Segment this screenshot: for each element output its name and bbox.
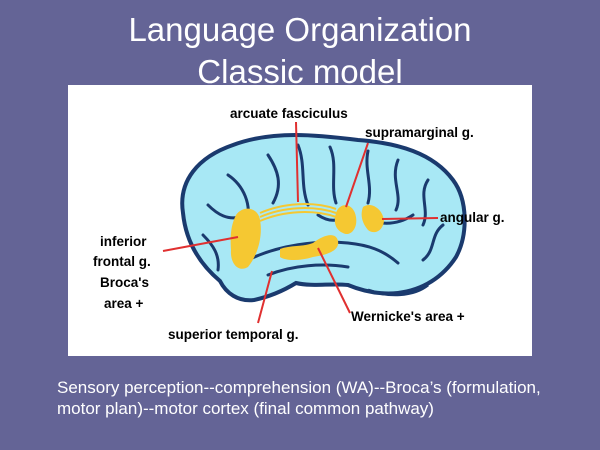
label-angular: angular g. [440, 210, 505, 225]
brain-diagram: arcuate fasciculus supramarginal g. angu… [93, 106, 505, 342]
wernickes-area-region [280, 235, 339, 260]
label-supramarginal: supramarginal g. [365, 125, 474, 140]
label-brocas-line1: Broca's [100, 275, 149, 290]
language-regions [230, 204, 384, 269]
label-inferior-frontal-line1: inferior [100, 234, 147, 249]
label-wernickes-area: Wernicke's area + [351, 309, 465, 324]
brain-diagram-panel: arcuate fasciculus supramarginal g. angu… [68, 85, 532, 356]
pointer-supramarginal [345, 142, 369, 208]
arcuate-fasciculus-fibers [259, 203, 337, 222]
pointer-lines [162, 121, 439, 324]
pointer-angular [381, 217, 439, 220]
label-superior-temporal: superior temporal g. [168, 327, 299, 342]
slide-title-line-2: Classic model [197, 53, 403, 90]
pointer-inferior-frontal [162, 236, 239, 252]
angular-region [361, 204, 384, 233]
label-arcuate-fasciculus: arcuate fasciculus [230, 106, 348, 121]
pointer-arcuate [295, 121, 299, 203]
slide-caption: Sensory perception--comprehension (WA)--… [57, 378, 541, 418]
sulci [201, 143, 445, 277]
supramarginal-region [334, 205, 357, 235]
slide-title-line-1: Language Organization [128, 11, 472, 48]
pointer-superior-temporal [257, 270, 273, 324]
pointer-wernickes [317, 247, 351, 314]
label-brocas-line2: area + [104, 296, 144, 311]
cerebellum [367, 283, 429, 297]
brocas-area-region [230, 208, 261, 269]
label-inferior-frontal-line2: frontal g. [93, 254, 151, 269]
